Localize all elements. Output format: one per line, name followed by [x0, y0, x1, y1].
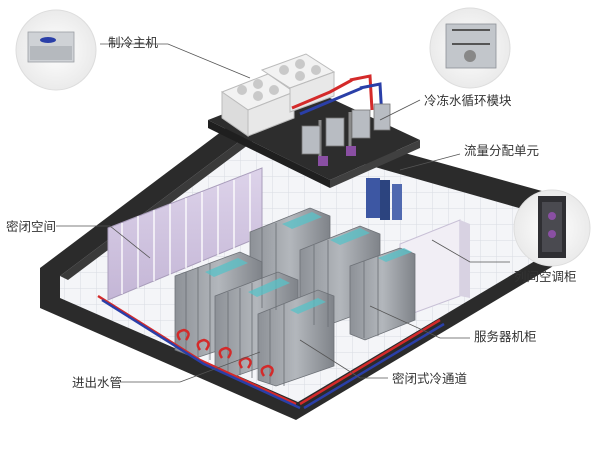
- water-pipes: [97, 294, 445, 410]
- flow-distribution-unit: [366, 178, 402, 220]
- label-enclosed-cold-aisle: 密闭式冷通道: [392, 371, 468, 386]
- label-chiller: 制冷主机: [108, 35, 159, 50]
- label-inlet-outlet-pipe: 进出水管: [72, 375, 123, 390]
- chiller-units: [220, 53, 336, 137]
- label-inrow-ac: 列间空调柜: [514, 269, 577, 284]
- label-enclosed-space: 密闭空间: [6, 219, 57, 234]
- chilled-water-module: [291, 74, 391, 166]
- enclosed-cold-aisle: [205, 212, 412, 314]
- inrow-ac-thumbnail: [513, 189, 591, 267]
- chiller-thumbnail: [15, 9, 97, 91]
- label-flow-distribution-unit: 流量分配单元: [464, 143, 540, 158]
- water-module-thumbnail: [429, 7, 511, 89]
- callout-lines: [56, 43, 510, 383]
- label-chilled-water-module: 冷冻水循环模块: [424, 93, 512, 108]
- label-server-rack: 服务器机柜: [474, 329, 537, 344]
